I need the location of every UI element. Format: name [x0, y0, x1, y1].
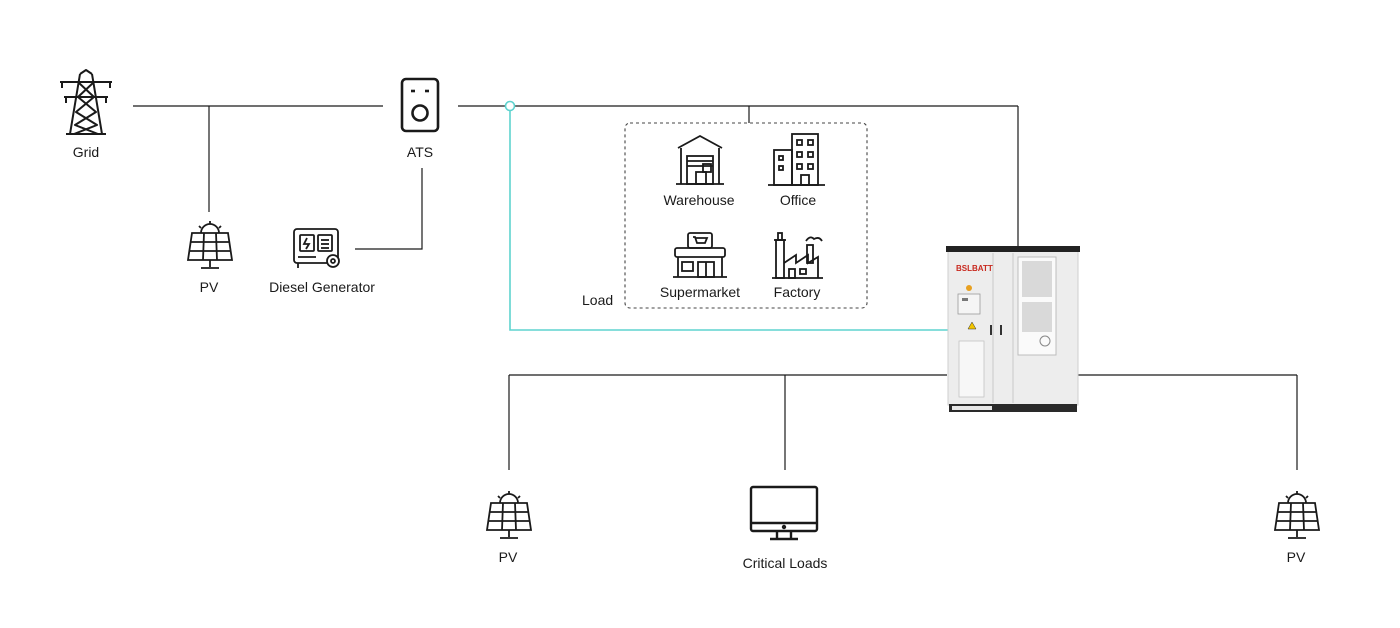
cabinet-base: [949, 404, 1077, 412]
solar-panel-icon: [485, 491, 533, 539]
diesel-generator-icon: [293, 228, 340, 268]
office-building-icon: [768, 133, 825, 186]
office-label: Office: [779, 192, 817, 208]
solar-panel-icon: [1273, 491, 1321, 539]
factory-icon: [772, 232, 823, 279]
supermarket-icon: [673, 232, 727, 278]
cabinet-label-plate: [958, 340, 985, 398]
factory-label: Factory: [773, 284, 821, 300]
cabinet-handle: [1000, 325, 1002, 335]
cabinet-control-box: [957, 293, 981, 315]
cabinet-handle: [990, 325, 992, 335]
cabinet-top-cap: [946, 246, 1080, 252]
warehouse-label: Warehouse: [663, 192, 735, 208]
ats-label: ATS: [406, 144, 434, 160]
warning-triangle-icon: [967, 321, 977, 330]
pv-bottom-right-label: PV: [1286, 549, 1306, 565]
cabinet-fan: [1039, 335, 1051, 347]
supermarket-label: Supermarket: [659, 284, 741, 300]
cyan-junction: [504, 100, 516, 112]
critical-loads-label: Critical Loads: [742, 555, 828, 571]
load-group-box: [624, 122, 868, 309]
pv-top-label: PV: [199, 279, 219, 295]
diesel-generator-label: Diesel Generator: [269, 279, 375, 295]
pv-bottom-left-label: PV: [498, 549, 518, 565]
cyan-connection: [509, 106, 948, 331]
line-generator-ats: [355, 168, 423, 250]
cabinet-brand-logo: BSLBATT: [956, 264, 993, 273]
grid-label: Grid: [72, 144, 100, 160]
load-group-label: Load: [582, 292, 614, 308]
ats-switch-icon: [400, 77, 440, 133]
connection-lines: [133, 105, 1298, 470]
battery-cabinet: BSLBATT: [946, 246, 1080, 412]
solar-panel-icon: [186, 221, 234, 269]
warehouse-icon: [676, 134, 724, 185]
cyan-line: [504, 100, 948, 331]
emergency-stop: [966, 285, 972, 291]
monitor-icon: [749, 485, 819, 541]
transmission-tower-icon: [60, 69, 112, 135]
